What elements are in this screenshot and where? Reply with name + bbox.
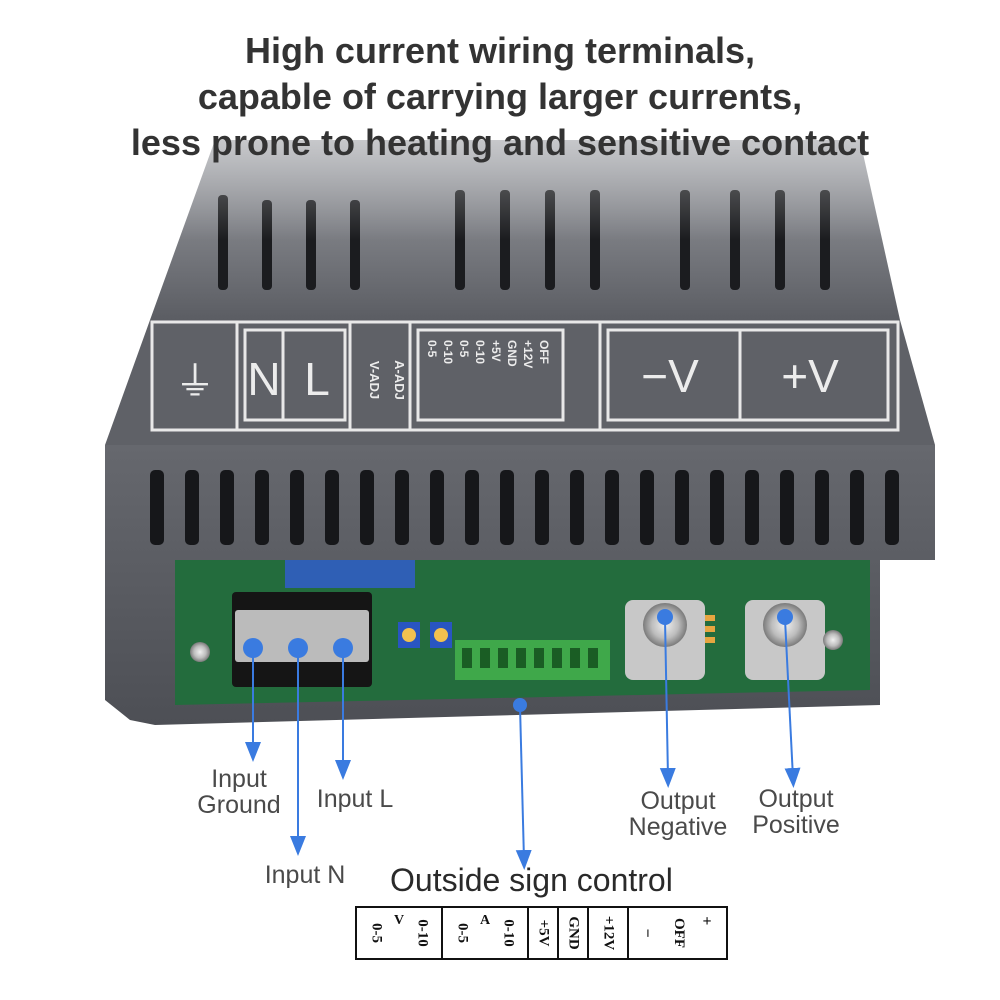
- callout-input-n: Input N: [264, 861, 346, 889]
- panel-signal-label: 0-10: [473, 340, 487, 364]
- pinout-right-label: 0-10: [415, 919, 431, 947]
- plus-v-label: +V: [781, 350, 839, 402]
- signal-pinout-diagram: V 0-5 0-10 A 0-5 0-10 +5V GND +12V − OFF +: [355, 906, 728, 960]
- panel-signal-label: 0-5: [457, 340, 471, 358]
- headline-line-1: High current wiring terminals,: [244, 30, 756, 71]
- pinout-right-label: 0-10: [501, 919, 517, 947]
- panel-signal-label: +12V: [521, 340, 535, 368]
- pinout-cell-label: +5V: [536, 920, 552, 947]
- callout-input-l: Input L: [316, 785, 394, 813]
- panel-signal-label: OFF: [537, 340, 551, 364]
- callout-input-ground: Input Ground: [197, 765, 281, 819]
- pinout-cell-label: +12V: [601, 916, 617, 951]
- pinout-left-label: 0-5: [369, 923, 385, 943]
- panel-signal-label: 0-5: [425, 340, 439, 358]
- pinout-top-label: A: [480, 913, 491, 928]
- callout-output-positive: Output Positive: [752, 785, 840, 839]
- front-vent-slots: [150, 470, 899, 545]
- pinout-cell-label: GND: [566, 916, 582, 950]
- ground-symbol-label: ⏚: [175, 359, 215, 405]
- case-front-panel: [105, 320, 935, 445]
- headline-line-3: less prone to heating and sensitive cont…: [130, 122, 870, 163]
- signal-connector: [455, 640, 610, 680]
- pinout-plus-label: +: [702, 913, 711, 930]
- pinout-cell-label: OFF: [671, 918, 687, 948]
- callout-output-negative: Output Negative: [628, 787, 728, 841]
- l-terminal-label: L: [304, 353, 330, 405]
- pinout-top-label: V: [394, 913, 404, 928]
- headline-line-2: capable of carrying larger currents,: [197, 76, 803, 117]
- minus-v-label: −V: [641, 350, 699, 402]
- panel-signal-label: +5V: [489, 340, 503, 362]
- pinout-left-label: 0-5: [455, 923, 471, 943]
- pinout-minus-label: −: [638, 928, 655, 937]
- n-terminal-label: N: [247, 353, 280, 405]
- panel-signal-label: GND: [505, 340, 519, 367]
- aadj-label: A-ADJ: [392, 360, 407, 400]
- vadj-label: V-ADJ: [367, 361, 382, 399]
- panel-signal-label: 0-10: [441, 340, 455, 364]
- callout-arrows: [245, 618, 801, 870]
- outside-signal-title: Outside sign control: [390, 862, 673, 898]
